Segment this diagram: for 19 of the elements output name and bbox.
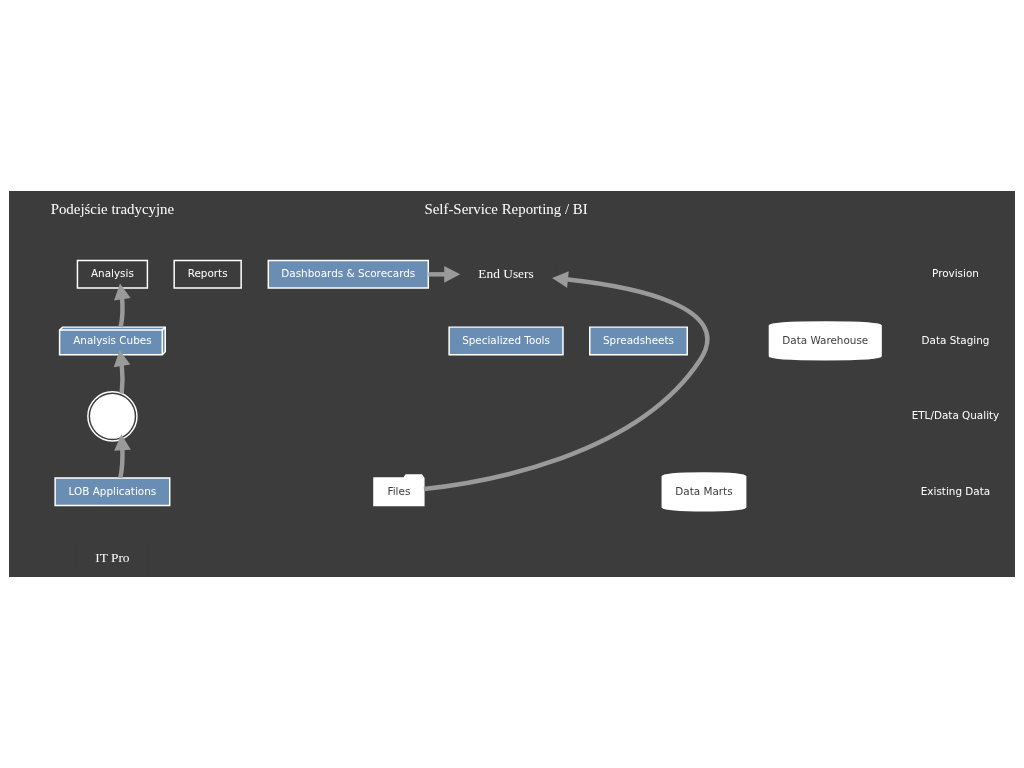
label: Podejście tradycyjne xyxy=(50,201,175,218)
arrow xyxy=(423,271,710,492)
node-box: LOB Applications xyxy=(54,477,171,507)
node-box: Analysis xyxy=(76,259,149,289)
node-box: Specialized Tools xyxy=(448,326,564,356)
arrow xyxy=(114,434,131,479)
node-box: Reports xyxy=(173,259,242,289)
label: ETL/Data Quality xyxy=(911,409,1000,422)
arrow xyxy=(428,265,461,283)
label: Self-Service Reporting / BI xyxy=(424,201,588,218)
node-text: IT Pro xyxy=(95,549,130,565)
arrow xyxy=(114,283,131,328)
node-text: End Users xyxy=(478,265,534,281)
label: Provision xyxy=(932,267,979,280)
arrow xyxy=(113,350,131,394)
node-box: Spreadsheets xyxy=(589,326,688,356)
label: Existing Data xyxy=(920,484,991,497)
label: Data Staging xyxy=(921,333,990,346)
node-box: Dashboards & Scorecards xyxy=(267,259,430,289)
